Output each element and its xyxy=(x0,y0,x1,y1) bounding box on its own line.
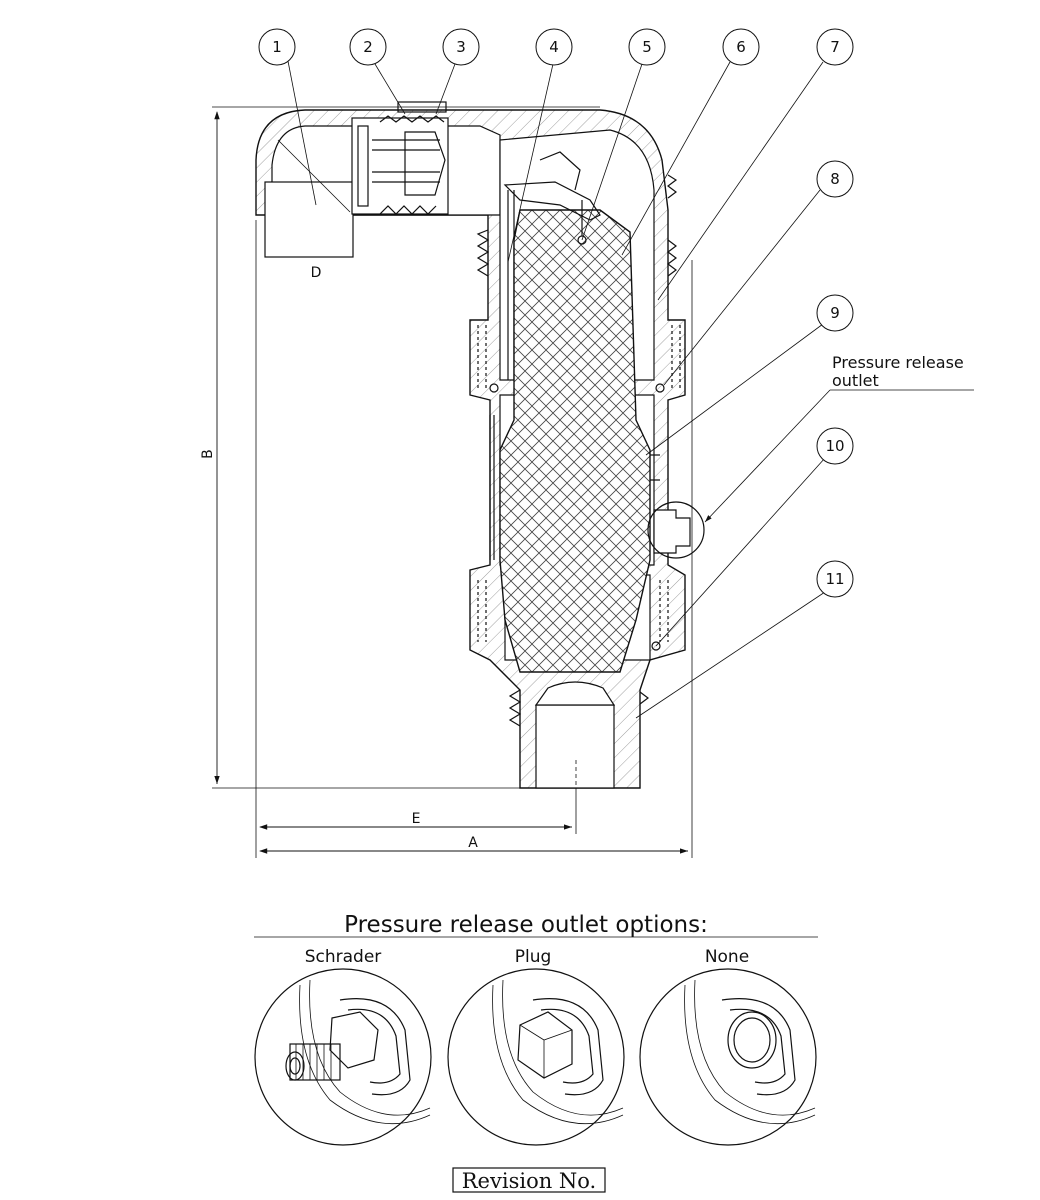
float xyxy=(499,209,651,673)
balloon-10: 10 xyxy=(816,427,854,465)
svg-text:9: 9 xyxy=(830,304,840,322)
balloon-9: 9 xyxy=(816,294,854,332)
dimension-a-label: A xyxy=(468,835,478,851)
svg-text:7: 7 xyxy=(830,38,840,56)
detail-circle xyxy=(647,501,705,559)
callout-line-2: outlet xyxy=(832,371,879,390)
option-none-illustration xyxy=(639,968,817,1146)
leader-lines xyxy=(286,55,974,719)
dimension-lines xyxy=(212,106,693,858)
svg-text:8: 8 xyxy=(830,170,840,188)
balloon-5: 5 xyxy=(628,28,666,66)
balloon-11: 11 xyxy=(816,560,854,598)
svg-text:10: 10 xyxy=(825,437,844,455)
balloon-2: 2 xyxy=(349,28,387,66)
option-label-plug: Plug xyxy=(515,947,552,967)
svg-text:6: 6 xyxy=(736,38,746,56)
balloon-4: 4 xyxy=(535,28,573,66)
svg-text:11: 11 xyxy=(825,570,844,588)
valve-head xyxy=(351,101,601,245)
svg-text:4: 4 xyxy=(549,38,559,56)
svg-text:2: 2 xyxy=(363,38,373,56)
balloon-3: 3 xyxy=(442,28,480,66)
dimension-e-label: E xyxy=(412,811,421,827)
revision-box xyxy=(452,1167,606,1193)
revision-label: Revision No. xyxy=(462,1169,596,1193)
dimension-b-label: B xyxy=(200,449,216,459)
callout-line-1: Pressure release xyxy=(832,353,964,372)
option-plug-illustration xyxy=(447,968,625,1146)
option-label-schrader: Schrader xyxy=(305,947,382,967)
svg-text:3: 3 xyxy=(456,38,466,56)
svg-text:5: 5 xyxy=(642,38,652,56)
balloon-6: 6 xyxy=(722,28,760,66)
dimension-d-label: D xyxy=(311,265,322,281)
balloon-7: 7 xyxy=(816,28,854,66)
balloon-1: 1 xyxy=(258,28,296,66)
option-label-none: None xyxy=(705,947,749,967)
svg-text:1: 1 xyxy=(272,38,282,56)
balloon-8: 8 xyxy=(816,160,854,198)
option-schrader-illustration xyxy=(254,968,432,1146)
options-title: Pressure release outlet options: xyxy=(344,912,708,938)
